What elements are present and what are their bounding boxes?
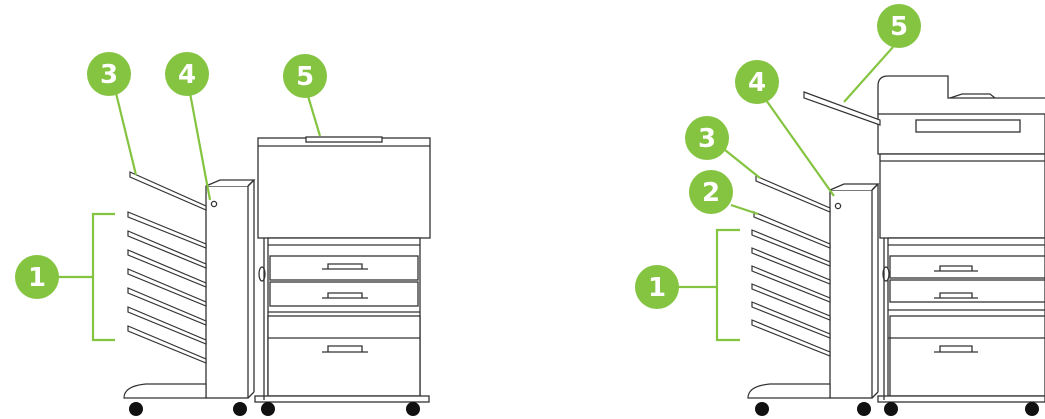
left-bracket-1 — [93, 214, 115, 340]
left-wheel — [406, 402, 420, 416]
right-scanner-output — [804, 92, 880, 125]
left-printer-large-tray — [268, 316, 420, 396]
svg-text:3: 3 — [698, 124, 716, 154]
svg-text:4: 4 — [748, 68, 766, 98]
left-top-bin — [130, 172, 206, 210]
left-bin-4 — [128, 269, 206, 306]
right-bin-2 — [754, 212, 830, 248]
right-large-tray — [890, 316, 1045, 396]
right-bin — [752, 320, 830, 356]
callout-3: 3 — [685, 116, 729, 160]
callout-4: 4 — [165, 52, 209, 96]
left-wheel — [233, 402, 247, 416]
svg-text:3: 3 — [100, 60, 118, 90]
left-bin-2 — [128, 231, 206, 268]
svg-text:1: 1 — [28, 263, 46, 293]
left-mailbox-tower — [206, 180, 254, 398]
right-mfp — [878, 76, 1045, 402]
left-printer-tray-2 — [270, 282, 418, 306]
right-figure: 1 2 3 4 5 — [635, 4, 1045, 416]
left-figure: 1 3 4 5 — [15, 52, 430, 416]
right-output-tray — [880, 154, 1045, 238]
callout-1: 1 — [635, 265, 679, 309]
left-wheel — [129, 402, 143, 416]
right-output-bins — [748, 176, 830, 398]
callout-1: 1 — [15, 255, 59, 299]
right-wheel — [857, 402, 871, 416]
callout-2: 2 — [689, 170, 733, 214]
callout-5: 5 — [877, 4, 921, 48]
left-base — [124, 384, 206, 398]
svg-text:1: 1 — [648, 273, 666, 303]
right-wheels — [755, 402, 1039, 416]
left-bin-7 — [128, 326, 206, 363]
left-tower-indicator — [211, 201, 216, 206]
left-tower-body — [206, 186, 248, 398]
right-tower-indicator — [835, 203, 840, 208]
left-wheels — [129, 402, 420, 416]
right-wheel — [1025, 402, 1039, 416]
left-wheel — [261, 402, 275, 416]
right-tray-2 — [890, 280, 1045, 302]
svg-text:5: 5 — [296, 62, 314, 92]
left-bin-5 — [128, 288, 206, 325]
right-wheel — [755, 402, 769, 416]
callout-3: 3 — [87, 52, 131, 96]
left-printer-output-bin — [306, 137, 382, 142]
right-mailbox-tower — [830, 184, 878, 398]
left-output-bins — [124, 172, 206, 398]
right-top-bin — [756, 176, 830, 212]
right-bin — [752, 284, 830, 320]
right-tower-body — [830, 190, 872, 398]
left-bin-1 — [128, 212, 206, 248]
callout-4: 4 — [735, 60, 779, 104]
right-wheel — [884, 402, 898, 416]
right-bin — [752, 302, 830, 338]
right-bracket-1 — [717, 230, 740, 340]
svg-text:2: 2 — [702, 178, 720, 208]
left-printer — [255, 137, 430, 402]
svg-text:5: 5 — [890, 12, 908, 42]
right-bin — [752, 248, 830, 284]
left-bin-6 — [128, 307, 206, 344]
right-bin — [752, 230, 830, 266]
right-tray-1 — [890, 256, 1045, 278]
right-scanner-adf — [878, 76, 1045, 114]
svg-text:4: 4 — [178, 60, 196, 90]
left-bin-3 — [128, 250, 206, 287]
right-base — [748, 384, 830, 398]
left-printer-top-cover — [258, 138, 430, 238]
callout-5: 5 — [283, 54, 327, 98]
left-printer-tray-1 — [270, 256, 418, 280]
right-bin — [752, 266, 830, 302]
